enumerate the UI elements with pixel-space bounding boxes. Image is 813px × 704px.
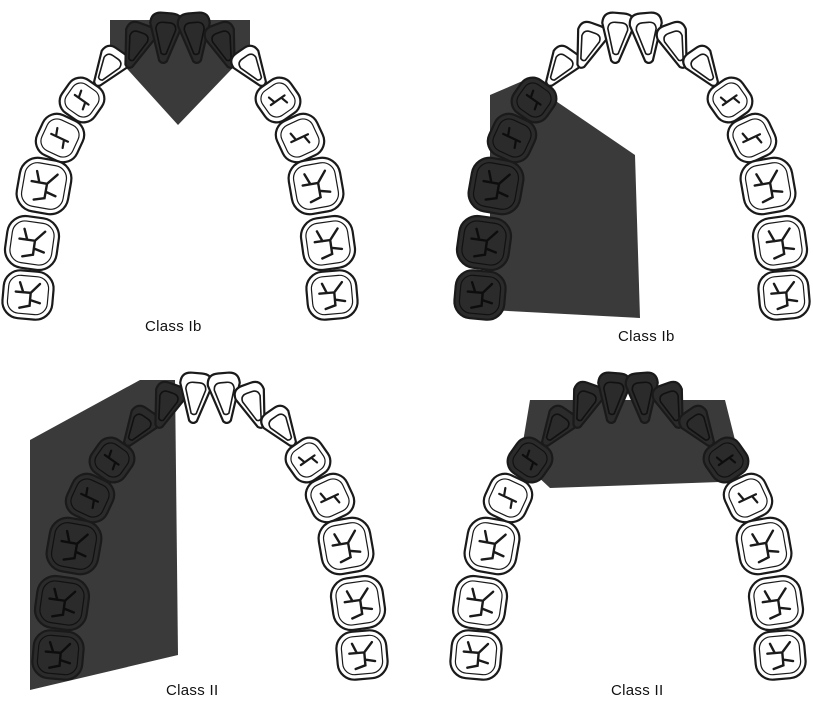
shaded-tooth-l2 — [466, 155, 527, 217]
tooth-r1 — [747, 574, 806, 633]
tooth-r2 — [734, 515, 795, 577]
arch-diagram-bottom-left: Class II — [0, 360, 400, 704]
tooth-l1 — [451, 574, 510, 633]
tooth-r0 — [753, 629, 807, 681]
dental-arch-1 — [0, 0, 400, 350]
tooth-r0 — [757, 269, 811, 321]
tooth-l0 — [1, 269, 55, 321]
diagram-caption-2: Class Ib — [618, 328, 675, 345]
tooth-r0 — [335, 629, 389, 681]
arch-diagram-bottom-right: Class II — [450, 360, 813, 704]
arch-diagram-top-left: Class Ib — [0, 0, 400, 350]
shaded-tooth-l0 — [31, 629, 85, 681]
shaded-tooth-l1 — [455, 214, 514, 273]
tooth-l1 — [3, 214, 62, 273]
tooth-l0 — [449, 629, 503, 681]
shaded-tooth-l2 — [44, 515, 105, 577]
tooth-r1 — [299, 214, 358, 273]
tooth-r2 — [316, 515, 377, 577]
diagram-caption-3: Class II — [166, 682, 218, 699]
dental-arch-2 — [450, 0, 813, 350]
shaded-tooth-l1 — [33, 574, 92, 633]
tooth-r2 — [286, 155, 347, 217]
diagram-caption-4: Class II — [611, 682, 663, 699]
dental-arch-4 — [450, 360, 813, 704]
shaded-tooth-l0 — [453, 269, 507, 321]
tooth-l2 — [462, 515, 523, 577]
dental-arch-3 — [0, 360, 400, 704]
tooth-l2 — [14, 155, 75, 217]
tooth-r1 — [329, 574, 388, 633]
tooth-r0 — [305, 269, 359, 321]
tooth-r2 — [738, 155, 799, 217]
diagram-caption-1: Class Ib — [145, 318, 202, 335]
arch-diagram-top-right: Class Ib — [450, 0, 813, 350]
tooth-r1 — [751, 214, 810, 273]
